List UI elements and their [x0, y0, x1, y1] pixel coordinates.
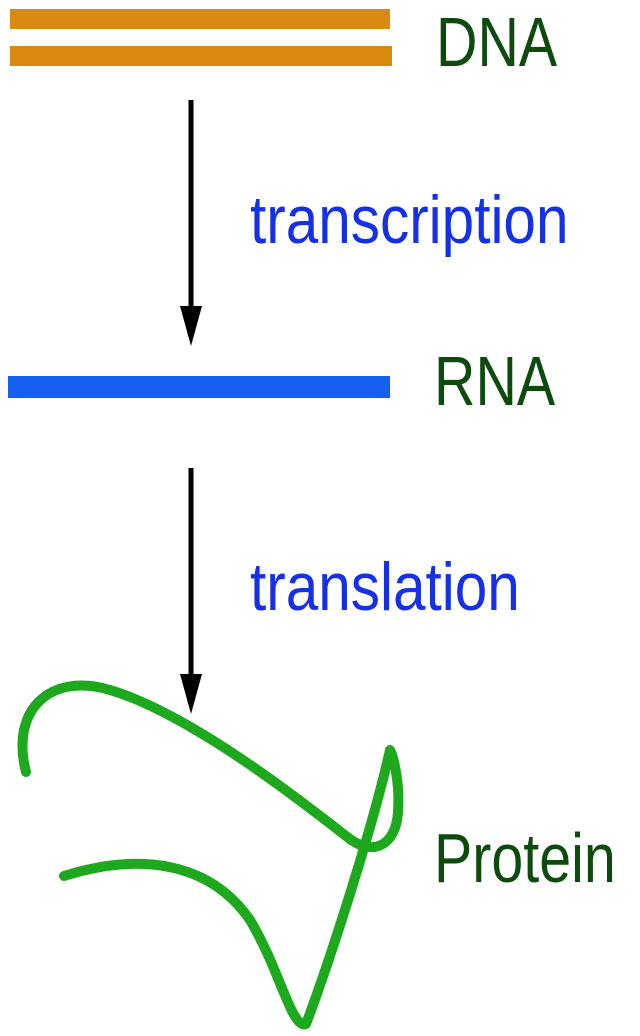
translation-label: translation	[250, 550, 520, 625]
transcription-label: transcription	[250, 183, 568, 258]
dna-label: DNA	[436, 3, 557, 82]
protein-chain	[17, 680, 404, 1030]
protein-label: Protein	[434, 819, 616, 898]
translation-arrow	[180, 468, 202, 714]
transcription-arrow	[180, 100, 202, 346]
transcription-arrow-head	[180, 306, 202, 346]
rna-label: RNA	[434, 342, 555, 421]
translation-arrow-head	[180, 674, 202, 714]
dna-double-strand	[10, 9, 392, 66]
